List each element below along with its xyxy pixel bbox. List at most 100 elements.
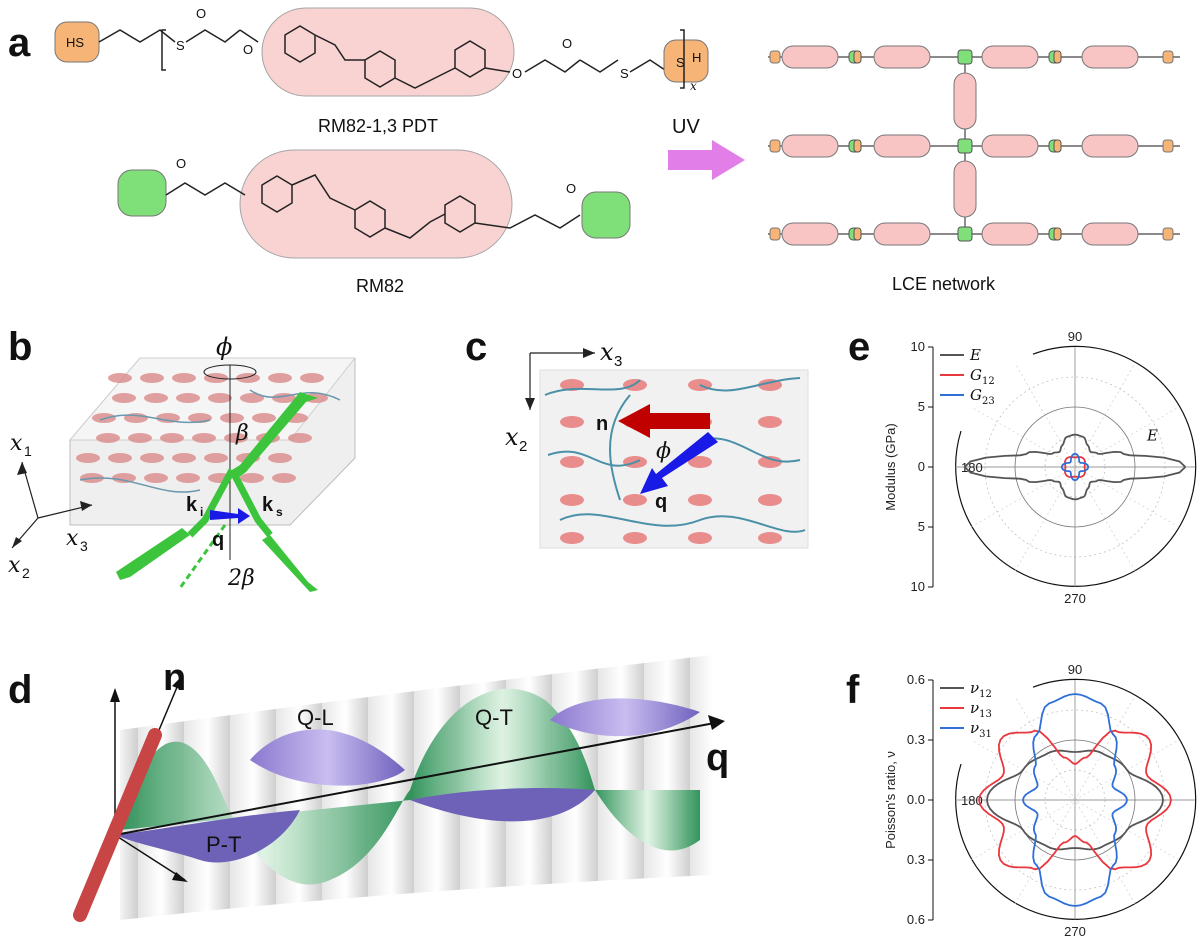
mesogen-ellipse — [240, 393, 264, 403]
series-curve-nu12 — [986, 749, 1164, 851]
crosslink-node — [957, 226, 973, 242]
beam-ki — [187, 468, 236, 538]
panel-label-e: e — [848, 325, 870, 369]
mesogen-unit — [781, 222, 839, 246]
mesogen-ellipse — [758, 456, 782, 468]
thiol-node — [1053, 139, 1062, 153]
mesogen-ellipse — [623, 494, 647, 506]
oxygen-label: O — [243, 42, 253, 57]
phi-label: ϕ — [216, 333, 232, 361]
mesogen-ellipse — [140, 453, 164, 463]
mesogen-unit — [873, 45, 931, 69]
mesogen-ellipse — [560, 416, 584, 428]
thiol-node — [853, 50, 862, 64]
radial-tick-label: 10 — [911, 339, 925, 354]
mesogen-ellipse — [560, 494, 584, 506]
mesogen-ellipse — [300, 373, 324, 383]
panel-c: c x 3 x 2 n ϕ q — [465, 325, 809, 549]
mesogen-unit — [873, 134, 931, 158]
thiol-node — [1053, 227, 1062, 241]
qt-label: Q-T — [475, 705, 513, 730]
radial-axis-title: Modulus (GPa) — [883, 423, 898, 510]
mesogen-ellipse — [252, 413, 276, 423]
q-label: q — [212, 529, 224, 551]
mesogen-unit — [781, 45, 839, 69]
angle-label: 180 — [961, 793, 983, 808]
crosslink-node — [957, 138, 973, 154]
monomer1-name: RM82-1,3 PDT — [318, 116, 438, 136]
mesogen-ellipse — [758, 532, 782, 544]
angle-label: 270 — [1064, 591, 1086, 606]
mesogen-ellipse — [236, 373, 260, 383]
panel-d: d n q Q-L Q-T P-T — [8, 655, 729, 922]
mesogen-unit — [1081, 222, 1139, 246]
polar-spoke — [970, 739, 1180, 861]
bond — [484, 67, 511, 73]
polymer-chains — [544, 377, 806, 533]
axis-x3: x — [66, 526, 79, 551]
monomer2-name: RM82 — [356, 276, 404, 296]
sulfur-label: S — [176, 38, 185, 53]
series-curve-G23 — [1060, 452, 1090, 482]
rm82-pdt-structure: HS S O O O O S S H x RM82-1, — [54, 6, 709, 136]
thiol-node — [769, 139, 781, 153]
bond — [394, 67, 456, 89]
mesogen-ellipse — [204, 453, 228, 463]
mesogen-ellipse — [560, 532, 584, 544]
sulfur-label: S — [620, 66, 629, 81]
mesogen-ellipse — [688, 456, 712, 468]
radial-tick-label: 0 — [918, 459, 925, 474]
thiol-endgroup-right — [663, 39, 709, 83]
polar-outer-circle — [955, 345, 1197, 587]
angle-label: 90 — [1068, 329, 1082, 344]
thiol-node — [853, 227, 862, 241]
pt-label: P-T — [206, 832, 241, 857]
mesogen-ellipse — [140, 373, 164, 383]
thiol-label: HS — [66, 35, 84, 50]
oxygen-label: O — [562, 36, 572, 51]
panel-label-b: b — [8, 325, 32, 369]
crosslink-node — [957, 49, 973, 65]
series-curve-nu13 — [978, 729, 1172, 871]
dashed-beam — [178, 524, 227, 589]
bracket-left — [161, 29, 166, 71]
transverse-wave-3 — [595, 790, 700, 851]
mesogen-ellipse — [176, 393, 200, 403]
oxygen-label: O — [566, 181, 576, 196]
transmitted-beam — [116, 528, 190, 580]
mesogen-unit — [1081, 45, 1139, 69]
mesogen-ellipse — [108, 453, 132, 463]
polar-spoke — [970, 406, 1180, 528]
longitudinal-wave-1 — [250, 729, 405, 786]
n-label: n — [163, 657, 186, 699]
thiol-node — [1162, 139, 1174, 153]
two-beta-label: 2β — [227, 566, 255, 591]
mesogen-ellipse — [272, 473, 296, 483]
hydrogen-label: H — [692, 50, 701, 65]
mesogen-ellipse — [220, 413, 244, 423]
pt-wave — [115, 810, 300, 863]
oxygen-label: O — [512, 66, 522, 81]
bond-chain — [185, 29, 241, 43]
mesogen-unit-vertical — [953, 72, 977, 130]
mesogen-ellipse — [623, 532, 647, 544]
ki-subscript: i — [200, 505, 203, 519]
mesogen-ellipse — [144, 393, 168, 403]
bond — [239, 29, 259, 43]
beta-label: β — [235, 421, 249, 446]
panel-label-d: d — [8, 668, 32, 712]
transverse-wave-1 — [120, 741, 410, 885]
mesogen-ellipse — [112, 393, 136, 403]
thiol-node — [1162, 227, 1174, 241]
mesogen-ellipse — [108, 373, 132, 383]
oxygen-label: O — [196, 6, 206, 21]
angle-label: 90 — [1068, 662, 1082, 677]
series-curve-G12 — [1064, 456, 1086, 478]
network-mesogens — [769, 45, 1174, 246]
mesogen-ellipse — [76, 453, 100, 463]
mesogen-ellipse — [268, 373, 292, 383]
